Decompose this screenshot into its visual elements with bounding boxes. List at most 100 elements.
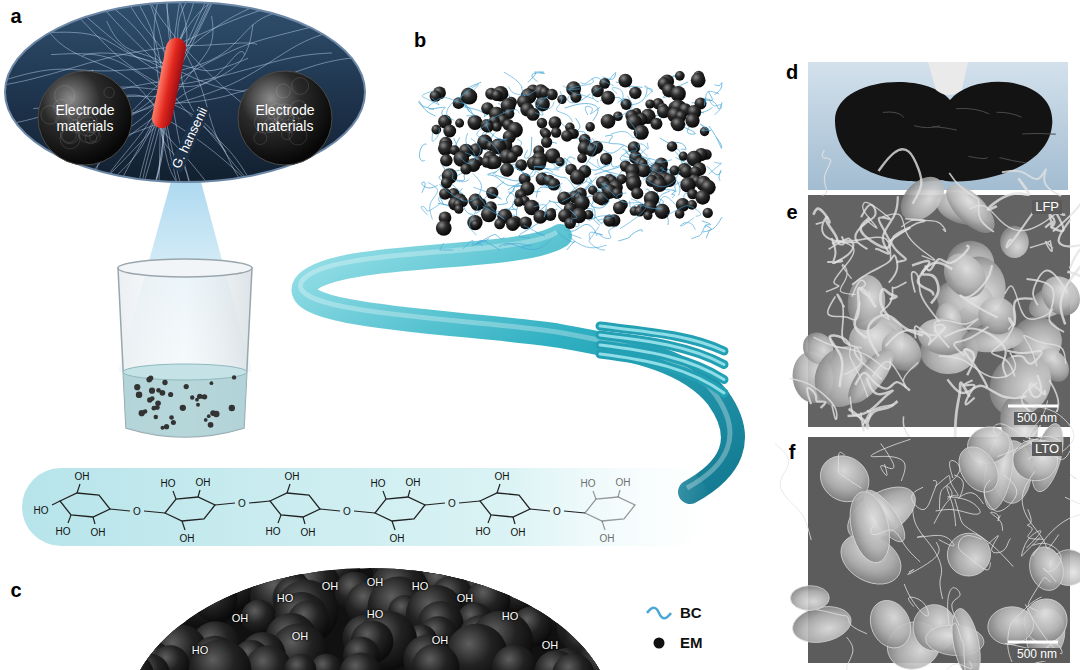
em-particle	[561, 130, 573, 142]
particle-dot	[171, 420, 176, 425]
sem-fibril	[1007, 350, 1042, 363]
tweezer-holder	[928, 62, 968, 95]
bc-fibril	[622, 155, 660, 165]
sem-fibril	[828, 296, 860, 320]
particle-shape	[38, 71, 132, 165]
scale-bar	[1008, 641, 1058, 644]
particle-dot	[134, 384, 140, 390]
sem-fibril	[939, 352, 1016, 377]
em-particle	[691, 73, 706, 88]
surface-grain	[528, 558, 566, 596]
hydroxyl-group: OH	[75, 471, 90, 482]
glucose-ring	[375, 497, 425, 521]
particle-dot	[195, 398, 199, 402]
legend-entry: BC	[645, 604, 702, 621]
sem-fibril	[822, 150, 831, 195]
bc-fibril	[592, 88, 601, 102]
bond-line	[249, 501, 270, 503]
film-sheen	[933, 127, 957, 131]
fibre	[11, 71, 171, 203]
em-particle	[570, 169, 585, 184]
sem-fibril	[1030, 375, 1046, 397]
bond-line	[408, 490, 410, 497]
ribbon-body	[303, 236, 732, 492]
sem-fibril	[964, 349, 987, 387]
bc-fibril	[528, 72, 544, 82]
sem-fibril	[998, 436, 1063, 459]
hydroxyl-group: HO	[34, 505, 49, 516]
particle-dot	[169, 415, 174, 420]
em-particle	[645, 99, 654, 108]
bc-fibril	[704, 91, 719, 105]
bond-line	[593, 491, 596, 499]
surface-grain	[104, 651, 154, 670]
surface-grain	[583, 606, 639, 662]
particle-dot	[162, 380, 167, 385]
em-particle	[440, 154, 452, 166]
sem-fibril	[960, 265, 997, 317]
em-particle	[506, 151, 517, 162]
em-particle	[585, 122, 595, 132]
particle-dot	[210, 381, 214, 385]
particle-dot	[198, 394, 202, 398]
bond-line	[602, 521, 605, 530]
bond-line	[198, 490, 200, 497]
bond-line	[497, 484, 500, 493]
hydroxyl-group: HO	[56, 526, 71, 537]
sem-fibril	[840, 265, 856, 295]
em-particle	[537, 118, 547, 128]
bc-fibril	[504, 243, 531, 247]
sem-fibril	[807, 388, 825, 408]
particle-dot	[207, 414, 211, 418]
sem-fibril	[954, 475, 983, 504]
scale-bar	[1008, 405, 1058, 408]
bc-fibril	[519, 209, 557, 238]
bc-fibril	[600, 226, 618, 238]
fibre	[49, 32, 173, 64]
em-particle	[564, 217, 576, 229]
bc-fibril	[588, 161, 619, 176]
bc-fibril	[488, 110, 520, 125]
bc-fibril	[617, 193, 641, 208]
bc-fibril	[498, 186, 515, 205]
sem-fibril	[933, 661, 972, 670]
sem-fibril	[904, 584, 928, 616]
bc-fibril	[605, 135, 630, 149]
surface-grain	[576, 583, 623, 630]
bc-fibril	[477, 124, 501, 157]
sem-fibril	[1024, 335, 1066, 366]
surface-hydroxyl: OH	[457, 592, 474, 604]
sem-fibril	[829, 336, 868, 397]
em-particle	[687, 200, 697, 210]
photo-background	[808, 62, 1068, 190]
film-sheen	[999, 158, 1026, 163]
particle-dot	[136, 392, 142, 398]
sem-fibril	[991, 512, 1003, 530]
surface-hydroxyl: HO	[192, 644, 209, 656]
bc-fibril	[667, 206, 700, 217]
bc-fibril	[422, 91, 439, 105]
em-particle	[600, 153, 612, 165]
em-particle	[643, 211, 652, 220]
sem-fibril	[984, 475, 1016, 511]
sem-fibril	[934, 319, 978, 333]
em-particle	[667, 141, 677, 151]
bc-fibril	[482, 199, 504, 219]
sem-fibril	[1030, 241, 1053, 251]
bc-fibril	[532, 72, 545, 82]
surface-hydroxyl: HO	[277, 592, 294, 604]
bc-fibril	[589, 232, 603, 239]
em-particle	[439, 188, 451, 200]
sem-fibril	[855, 288, 876, 338]
glycosidic-oxygen: O	[553, 506, 561, 517]
surface-hydroxyl: OH	[292, 630, 309, 642]
particle-dot	[184, 384, 189, 389]
particle-dot	[143, 409, 148, 414]
sem-fibril	[826, 240, 854, 292]
em-particle	[506, 218, 519, 231]
bc-fibril	[473, 173, 485, 213]
hydroxyl-group: OH	[616, 477, 631, 488]
particle-dot	[208, 422, 214, 428]
panel-letter: a	[10, 5, 21, 27]
sem-fibril	[908, 542, 939, 574]
